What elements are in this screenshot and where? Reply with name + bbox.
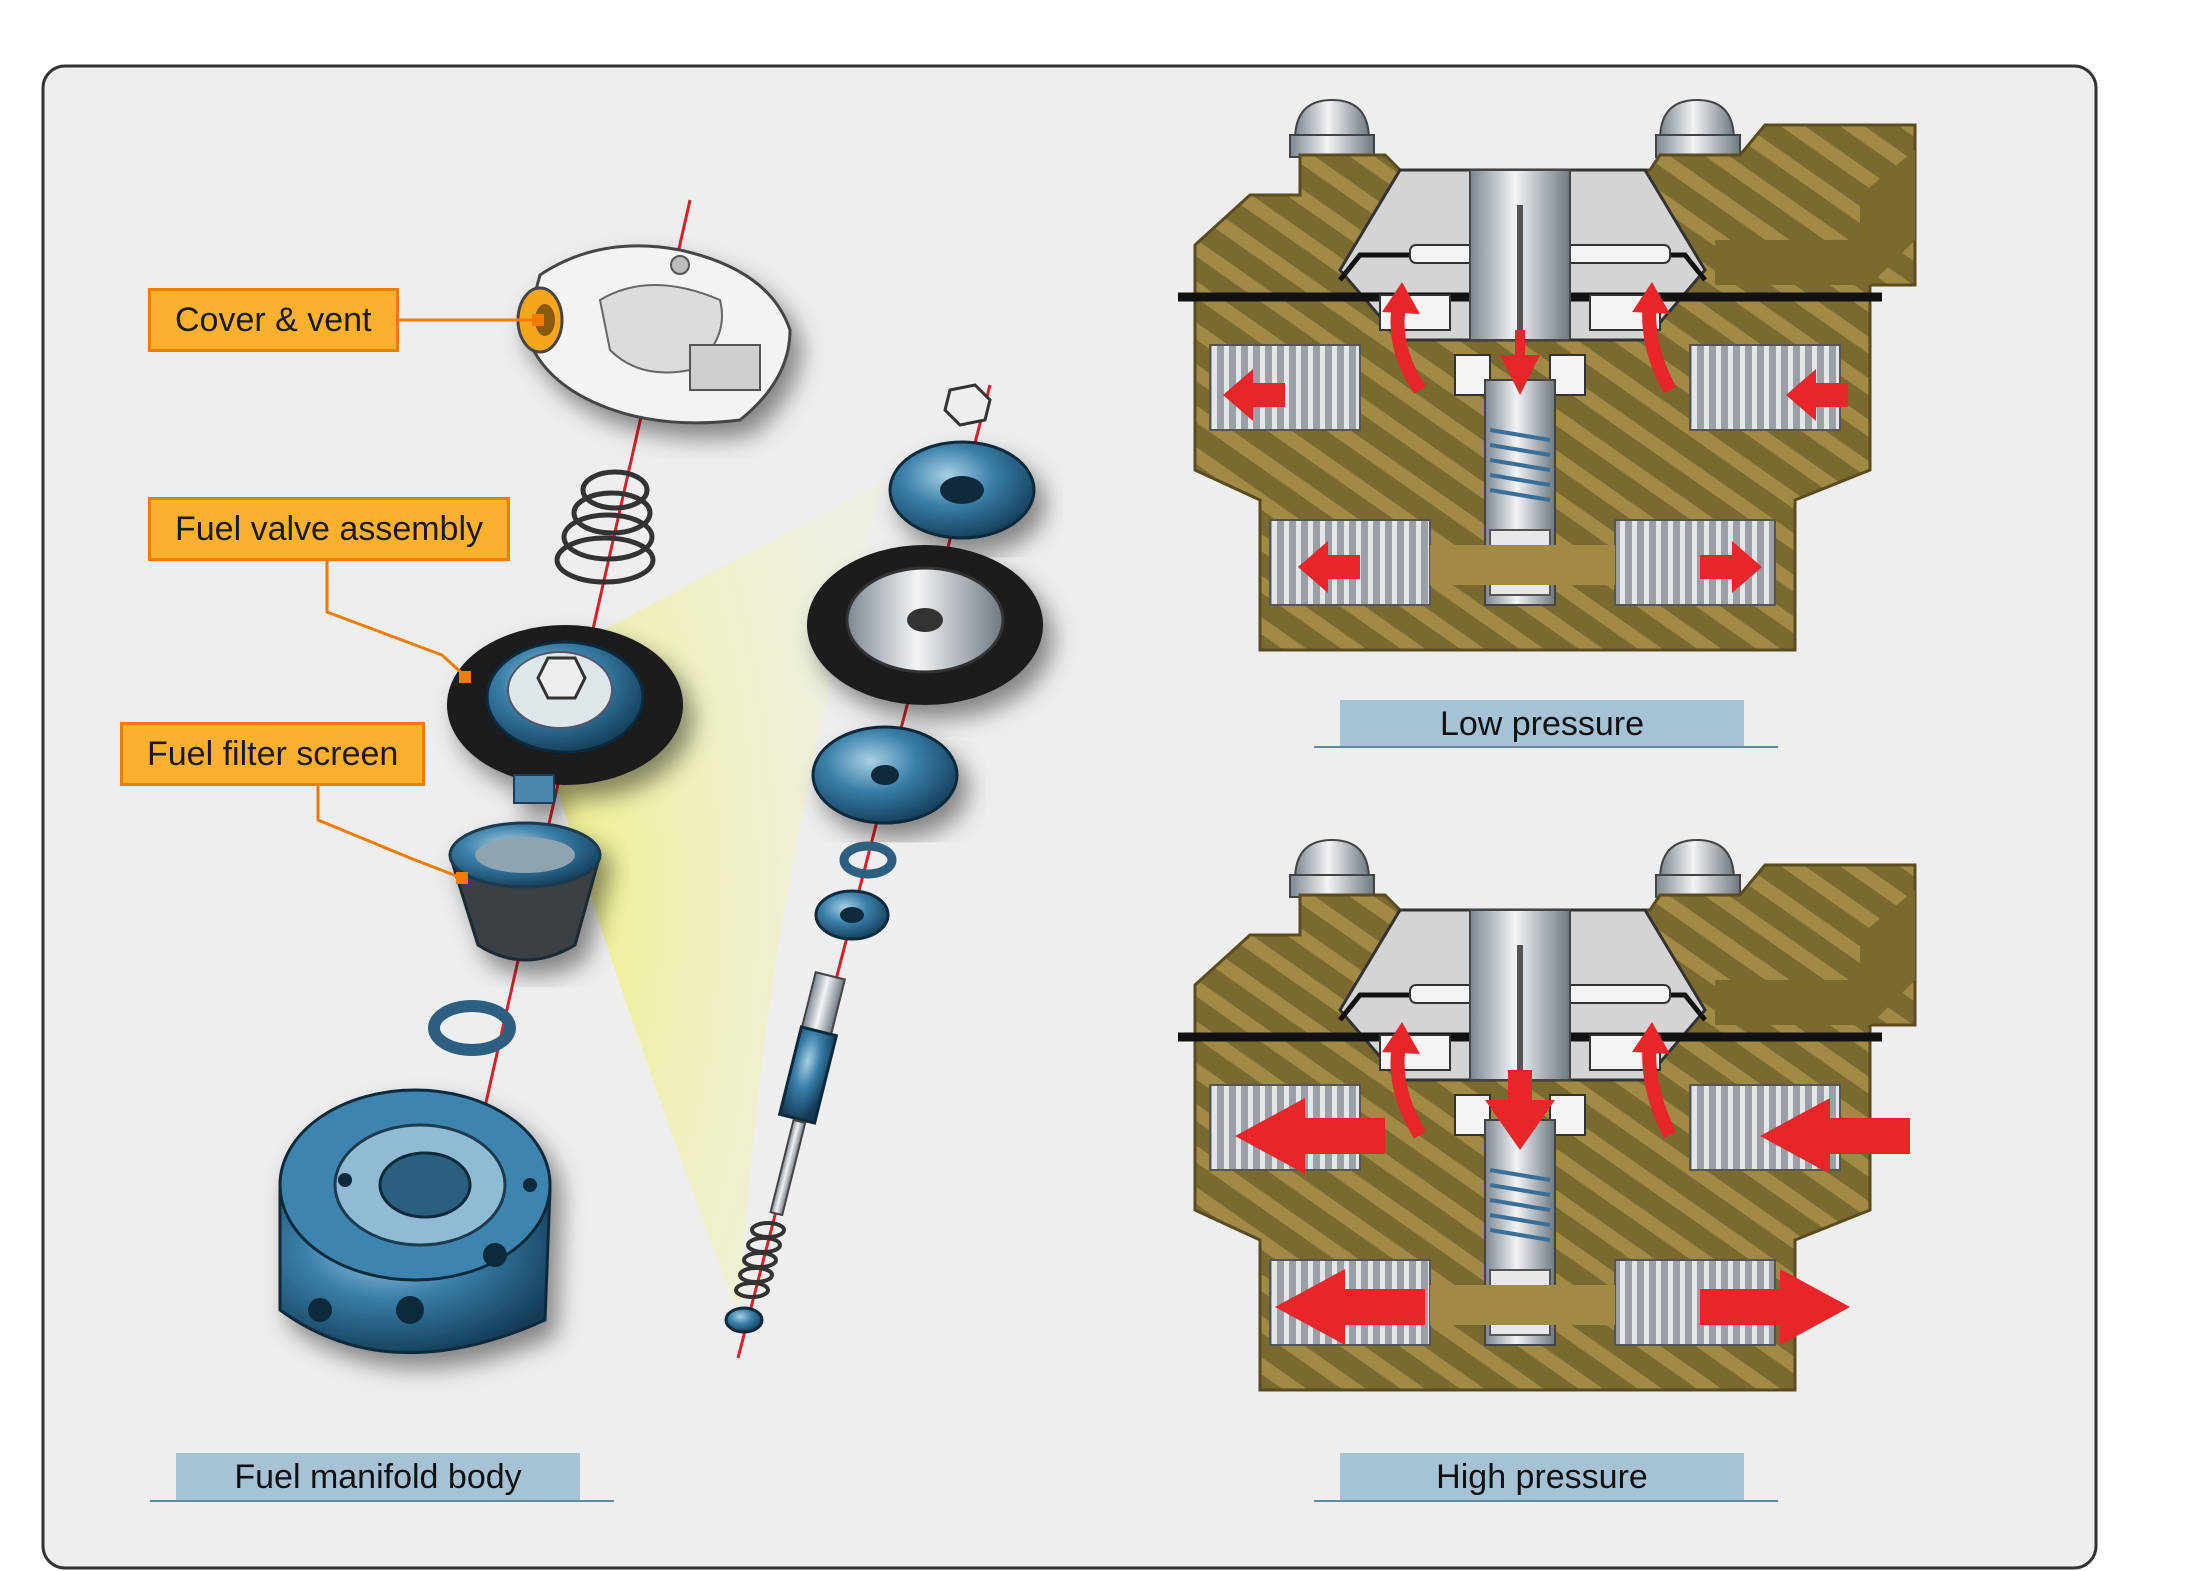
cover-vent-part bbox=[516, 244, 792, 425]
caption-underline bbox=[1314, 1500, 1778, 1502]
caption-fuel-manifold-body: Fuel manifold body bbox=[176, 1453, 580, 1501]
detail-spring bbox=[734, 1221, 786, 1299]
callout-fuel-valve-assembly: Fuel valve assembly bbox=[148, 497, 511, 561]
caption-high-pressure: High pressure bbox=[1340, 1453, 1744, 1501]
small-ring-part bbox=[428, 1000, 516, 1056]
callout-leaders bbox=[316, 318, 540, 880]
detail-ring-1 bbox=[839, 841, 897, 879]
valve-detail-stack bbox=[724, 383, 1043, 1334]
fuel-valve-assembly-part bbox=[447, 625, 683, 804]
high-pressure-flow-arrows bbox=[1235, 1022, 1910, 1345]
high-pressure-section bbox=[1178, 840, 1915, 1390]
detail-pin bbox=[769, 1118, 807, 1217]
exploded-view bbox=[278, 199, 1043, 1359]
low-pressure-flow-arrows bbox=[1223, 282, 1848, 593]
detail-nut bbox=[943, 383, 992, 427]
callout-fuel-filter-screen: Fuel filter screen bbox=[120, 722, 426, 786]
detail-piston bbox=[777, 1025, 839, 1125]
fuel-filter-screen-part bbox=[448, 821, 602, 962]
caption-low-pressure: Low pressure bbox=[1340, 700, 1744, 748]
low-pressure-section bbox=[1178, 98, 1917, 652]
callout-cover-vent: Cover & vent bbox=[148, 288, 399, 352]
caption-underline bbox=[1314, 746, 1778, 748]
caption-underline bbox=[150, 1500, 614, 1502]
detail-seat bbox=[724, 1306, 764, 1334]
spring-part bbox=[554, 469, 656, 585]
fuel-manifold-body-part bbox=[278, 1088, 552, 1355]
